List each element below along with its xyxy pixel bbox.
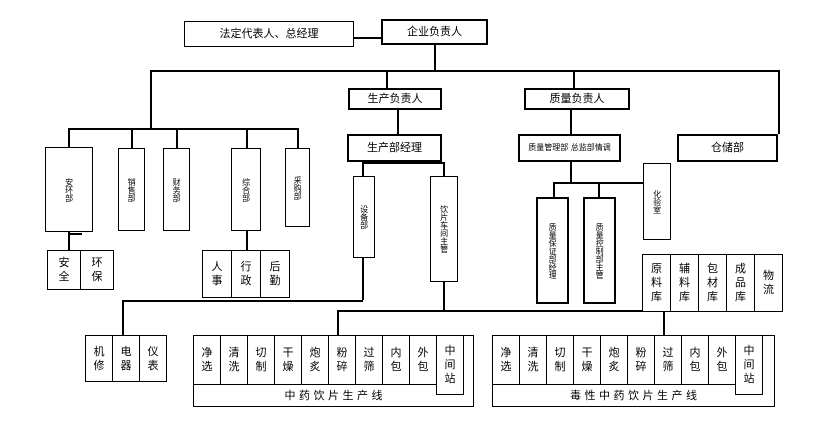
production-line-1-label: 中 药 饮 片 生 产 线	[284, 389, 383, 403]
general-unit-3: 后勤	[260, 250, 290, 298]
production-line-1-steps: 净选清洗切制干燥炮炙粉碎过筛内包外包中间站	[193, 335, 464, 395]
line-2-step-4: 干燥	[573, 335, 601, 385]
line-1-step-4: 干燥	[274, 335, 302, 385]
connector-line	[131, 128, 133, 148]
production-line-2-steps: 净选清洗切制干燥炮炙粉碎过筛内包外包中间站	[492, 335, 763, 395]
sales-dept-box: 销售部	[118, 148, 145, 231]
connector-line	[150, 70, 778, 72]
finance-dept-box: 财务部	[163, 148, 190, 231]
connector-line	[68, 128, 70, 147]
equipment-units: 机修电器仪表	[85, 335, 167, 382]
connector-line	[443, 282, 445, 310]
general-units: 人事行政后勤	[202, 250, 290, 298]
legal-rep-box: 法定代表人、总经理	[184, 21, 354, 47]
production-head-box: 生产负责人	[348, 88, 442, 110]
head-box: 企业负责人	[381, 19, 488, 45]
purchase-dept-box: 采购部	[285, 148, 310, 227]
connector-line	[246, 231, 248, 250]
connector-line	[150, 70, 152, 128]
connector-line	[122, 300, 363, 302]
safety-env-dept-box: 安环部	[45, 147, 93, 232]
qc-manager-box: 质量控制部主管	[583, 197, 616, 304]
line-1-step-8: 内包	[382, 335, 410, 385]
equipment-unit-3: 仪表	[139, 335, 167, 382]
line-1-step-1: 净选	[193, 335, 221, 385]
connector-line	[68, 128, 298, 130]
warehouse-unit-4: 成品库	[726, 254, 755, 312]
line-2-step-9: 外包	[708, 335, 736, 385]
warehouse-unit-2: 辅料库	[670, 254, 699, 312]
line-1-step-2: 清洗	[220, 335, 248, 385]
equipment-dept-box: 设备部	[353, 176, 375, 258]
connector-line	[397, 110, 399, 134]
warehouse-units: 原料库辅料库包材库成品库物流	[642, 254, 783, 312]
connector-line	[778, 70, 780, 134]
connector-line	[553, 182, 555, 197]
general-unit-2: 行政	[231, 250, 261, 298]
production-line-2-label: 毒 性 中 药 饮 片 生 产 线	[570, 389, 697, 403]
line-2-step-5: 炮炙	[600, 335, 628, 385]
line-1-step-5: 炮炙	[301, 335, 329, 385]
line-2-step-1: 净选	[492, 335, 520, 385]
line-1-step-6: 粉碎	[328, 335, 356, 385]
connector-line	[337, 310, 339, 335]
connector-line	[663, 310, 665, 335]
production-manager-box: 生产部经理	[347, 134, 442, 162]
connector-line	[297, 128, 299, 148]
line-2-step-3: 切制	[546, 335, 574, 385]
general-dept-box: 综合部	[231, 148, 261, 231]
connector-line	[353, 37, 381, 39]
connector-line	[386, 70, 388, 88]
line-1-step-3: 切制	[247, 335, 275, 385]
connector-line	[362, 162, 444, 164]
warehouse-box: 仓储部	[677, 134, 778, 162]
connector-line	[122, 300, 124, 335]
quality-head-box: 质量负责人	[524, 88, 630, 110]
connector-line	[246, 128, 248, 148]
workshop-director-box: 饮片车间主管	[430, 176, 458, 282]
line-2-step-10: 中间站	[735, 335, 763, 395]
warehouse-unit-3: 包材库	[698, 254, 727, 312]
connector-line	[68, 232, 70, 250]
general-unit-1: 人事	[202, 250, 232, 298]
connector-line	[570, 110, 572, 134]
quality-dept-box: 质量管理部 总监部情调	[518, 134, 621, 162]
connector-line	[176, 128, 178, 148]
connector-line	[434, 45, 436, 70]
line-2-step-6: 粉碎	[627, 335, 655, 385]
equipment-unit-2: 电器	[112, 335, 140, 382]
connector-line	[362, 258, 364, 300]
line-2-step-7: 过筛	[654, 335, 682, 385]
line-1-step-9: 外包	[409, 335, 437, 385]
line-1-step-10: 中间站	[436, 335, 464, 395]
warehouse-unit-1: 原料库	[642, 254, 671, 312]
connector-line	[573, 70, 575, 88]
connector-line	[598, 182, 600, 197]
line-2-step-8: 内包	[681, 335, 709, 385]
connector-line	[443, 162, 445, 176]
equipment-unit-1: 机修	[85, 335, 113, 382]
qa-manager-box: 质量保证部经理	[536, 197, 569, 304]
qc-room-box: 化验室	[643, 163, 671, 240]
safety-env-unit-1: 安全	[47, 250, 81, 290]
line-1-step-7: 过筛	[355, 335, 383, 385]
connector-line	[337, 310, 664, 312]
safety-env-unit-2: 环保	[80, 250, 114, 290]
connector-line	[570, 162, 572, 182]
connector-line	[362, 162, 364, 176]
safety-env-units: 安全环保	[47, 250, 114, 290]
connector-line	[68, 233, 82, 235]
warehouse-unit-5: 物流	[754, 254, 783, 312]
line-2-step-2: 清洗	[519, 335, 547, 385]
